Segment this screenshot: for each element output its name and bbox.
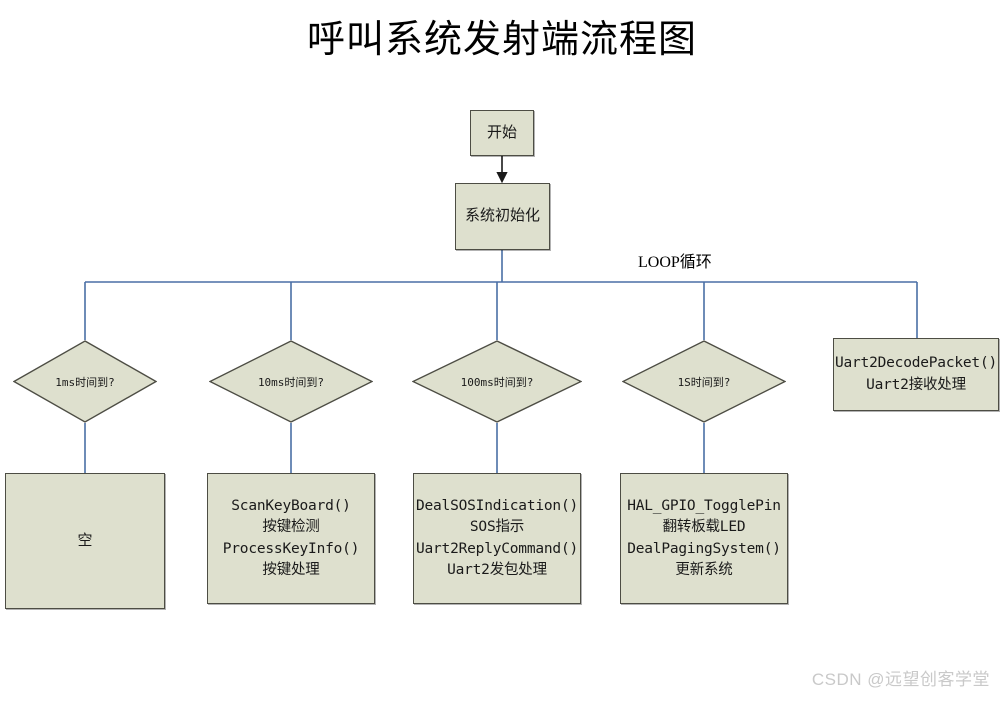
node-system-init-label: 系统初始化 [464, 208, 540, 225]
node-action-empty-label: 空 [77, 532, 93, 549]
node-decision-1ms-label: 1ms时间到? [55, 376, 115, 389]
node-start[interactable]: 开始 [470, 110, 534, 156]
watermark: CSDN @远望创客学堂 [811, 670, 990, 689]
node-action-sos-uart-label: DealSOSIndication() SOS指示 Uart2ReplyComm… [415, 498, 579, 578]
diamond-shape-100ms [412, 340, 582, 423]
node-start-label: 开始 [486, 124, 517, 141]
node-action-sos-uart[interactable]: DealSOSIndication() SOS指示 Uart2ReplyComm… [413, 473, 581, 604]
diamond-shape-10ms [209, 340, 373, 423]
node-decision-100ms-label: 100ms时间到? [460, 376, 534, 389]
node-decision-1s-label: 1S时间到? [677, 376, 731, 389]
diamond-shape-1ms [13, 340, 157, 423]
node-decision-10ms-label: 10ms时间到? [257, 376, 325, 389]
node-action-led-paging[interactable]: HAL_GPIO_TogglePin 翻转板载LED DealPagingSys… [620, 473, 788, 604]
node-uart2-decode-packet-label: Uart2DecodePacket() Uart2接收处理 [834, 355, 998, 393]
node-system-init[interactable]: 系统初始化 [455, 183, 550, 250]
diamond-shape-1s [622, 340, 786, 423]
node-action-led-paging-label: HAL_GPIO_TogglePin 翻转板载LED DealPagingSys… [627, 498, 781, 578]
node-decision-100ms[interactable]: 100ms时间到? [412, 340, 582, 423]
node-decision-10ms[interactable]: 10ms时间到? [209, 340, 373, 423]
node-action-keyboard-label: ScanKeyBoard() 按键检测 ProcessKeyInfo() 按键处… [222, 498, 360, 578]
node-uart2-decode-packet[interactable]: Uart2DecodePacket() Uart2接收处理 [833, 338, 999, 411]
page-title: 呼叫系统发射端流程图 [306, 19, 697, 61]
loop-label: LOOP循环 [638, 254, 712, 271]
node-action-empty[interactable]: 空 [5, 473, 165, 609]
node-decision-1s[interactable]: 1S时间到? [622, 340, 786, 423]
node-decision-1ms[interactable]: 1ms时间到? [13, 340, 157, 423]
node-action-keyboard[interactable]: ScanKeyBoard() 按键检测 ProcessKeyInfo() 按键处… [207, 473, 375, 604]
